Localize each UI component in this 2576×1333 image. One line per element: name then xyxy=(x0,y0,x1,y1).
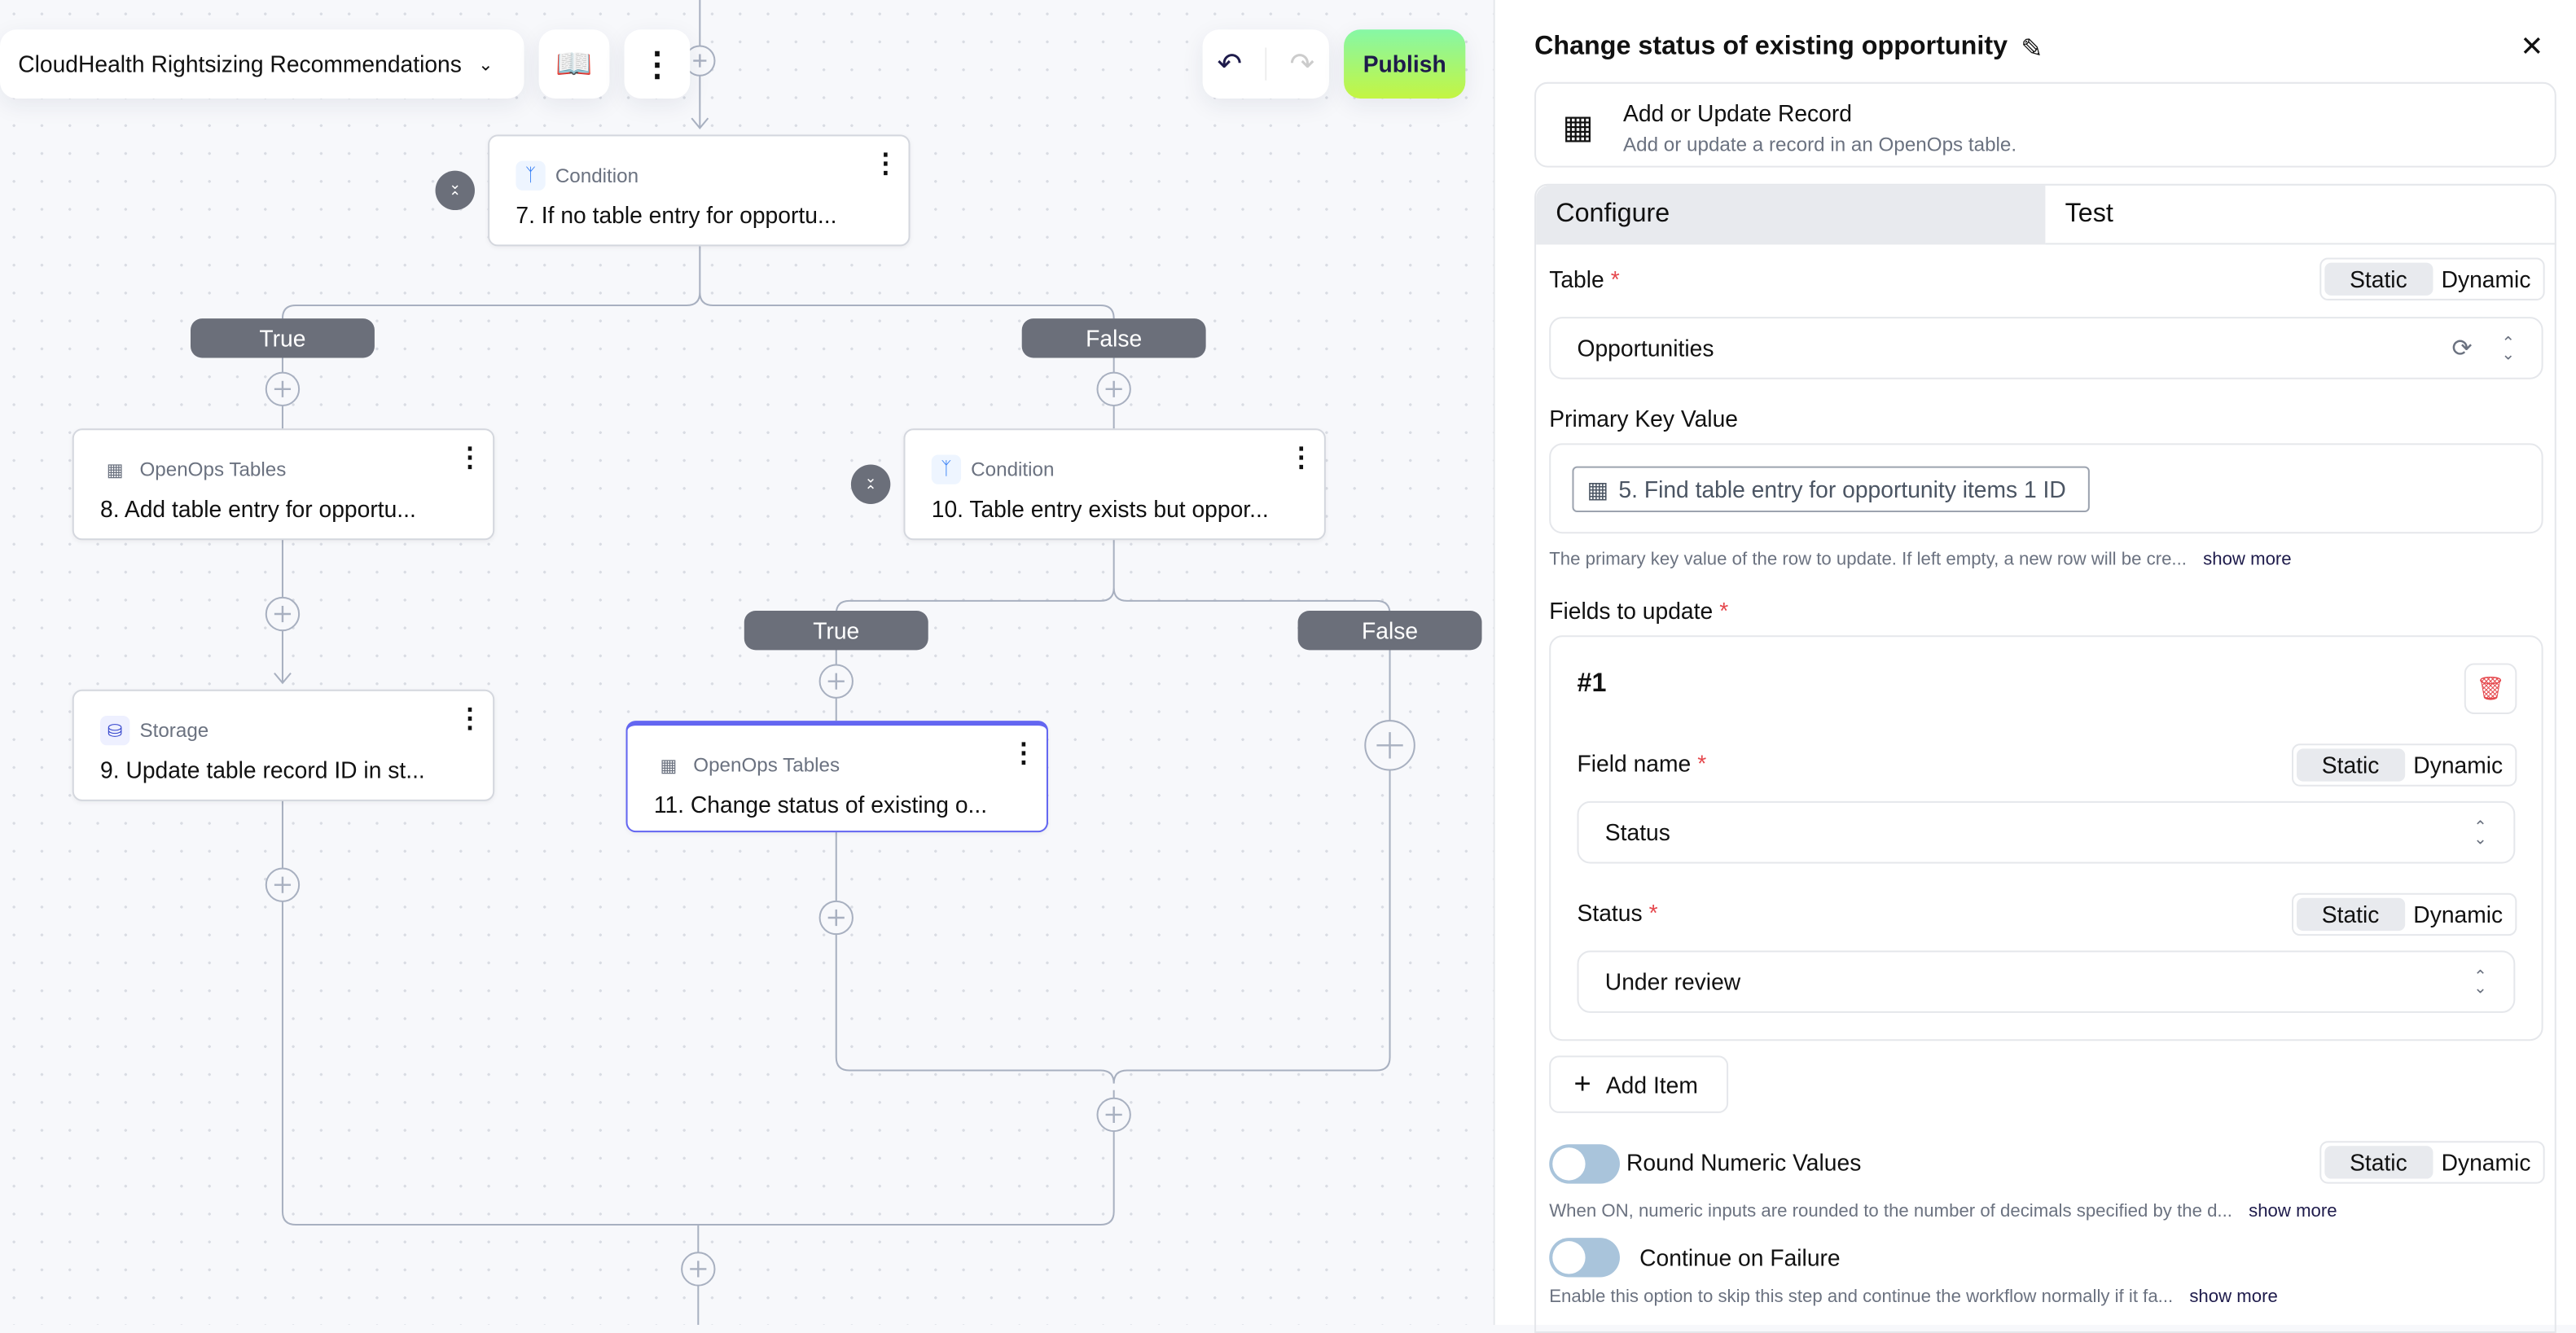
branch-label-false: False xyxy=(1297,610,1482,651)
flow-connectors xyxy=(265,0,1415,1325)
branch-icon: ᛉ xyxy=(516,160,546,191)
flow-node-8[interactable]: ▦ OpenOps Tables 8. Add table entry for o… xyxy=(72,428,495,541)
collapse-branch-button[interactable]: ⌄⌃ xyxy=(435,170,475,211)
collapse-branch-button[interactable]: ⌄⌃ xyxy=(850,464,891,504)
field-name-select[interactable]: Status⌃⌄ xyxy=(1577,800,2516,864)
show-more-link[interactable]: show more xyxy=(2203,550,2292,570)
node-name: 8. Add table entry for opportu... xyxy=(100,495,416,523)
show-more-link[interactable]: show more xyxy=(2249,1201,2337,1221)
item-title: #1 xyxy=(1577,669,1607,698)
panel-header: Change status of existing opportunity ✎ xyxy=(1534,33,2043,65)
node-type: OpenOps Tables xyxy=(139,458,287,481)
tab-configure[interactable]: Configure xyxy=(1536,185,2046,245)
continue-on-failure-switch[interactable] xyxy=(1549,1238,1620,1278)
close-icon[interactable]: ✕ xyxy=(2520,31,2544,63)
more-options-button[interactable]: ⋮ xyxy=(624,29,691,99)
history-controls: ↶ ↷ xyxy=(1202,29,1329,99)
tab-test[interactable]: Test xyxy=(2045,186,2556,245)
round-numeric-switch[interactable] xyxy=(1549,1144,1620,1184)
database-icon: ⛁ xyxy=(100,716,130,746)
table-value: Opportunities xyxy=(1577,335,1714,362)
kebab-icon[interactable]: ⋮ xyxy=(456,705,484,734)
step-settings-panel: Change status of existing opportunity ✎ … xyxy=(1493,0,2576,1333)
node-type: Storage xyxy=(139,719,209,743)
add-item-button[interactable]: +Add Item xyxy=(1549,1055,1729,1113)
branch-label-true: True xyxy=(744,610,928,651)
step-reference-chip[interactable]: ▦5. Find table entry for opportunity ite… xyxy=(1572,466,2090,513)
node-type: Condition xyxy=(971,458,1055,481)
primary-key-label: Primary Key Value xyxy=(1549,405,1739,432)
flow-title: CloudHealth Rightsizing Recommendations xyxy=(18,50,462,77)
flow-node-9[interactable]: ⛁ Storage 9. Update table record ID in st… xyxy=(72,689,495,801)
flow-canvas[interactable]: CloudHealth Rightsizing Recommendations … xyxy=(0,0,1494,1325)
action-description: Add or update a record in an OpenOps tab… xyxy=(1622,133,2017,156)
docs-button[interactable]: 📖 xyxy=(538,29,610,99)
field-name-label: Field name* xyxy=(1577,750,1707,777)
kebab-icon[interactable]: ⋮ xyxy=(872,151,899,179)
round-numeric-help: When ON, numeric inputs are rounded to t… xyxy=(1549,1201,2337,1221)
trash-icon: 🗑 xyxy=(2476,674,2506,701)
primary-key-help: The primary key value of the row to upda… xyxy=(1549,550,2292,570)
table-icon: ▦ xyxy=(1586,475,1609,502)
chevron-down-icon: ⌄ xyxy=(478,55,494,75)
action-card[interactable]: ▦ Add or Update Record Add or update a r… xyxy=(1534,81,2556,168)
node-name: 11. Change status of existing o... xyxy=(653,791,988,818)
flow-node-11-selected[interactable]: ▦ OpenOps Tables 11. Change status of exi… xyxy=(625,721,1048,833)
dynamic-option[interactable]: Dynamic xyxy=(2441,265,2531,292)
table-icon: ▦ xyxy=(1562,110,1594,147)
flow-node-10[interactable]: ᛉ Condition 10. Table entry exists but op… xyxy=(903,428,1326,541)
table-icon: ▦ xyxy=(106,460,124,480)
redo-icon[interactable]: ↷ xyxy=(1289,46,1314,80)
table-mode-toggle[interactable]: Static Dynamic xyxy=(2319,257,2545,300)
show-more-link[interactable]: show more xyxy=(2189,1287,2278,1307)
branch-icon: ᛉ xyxy=(931,454,962,485)
node-type: Condition xyxy=(555,164,639,187)
undo-icon[interactable]: ↶ xyxy=(1217,46,1243,80)
field-item-1: #1 🗑 xyxy=(1549,635,2543,1041)
kebab-icon[interactable]: ⋮ xyxy=(1288,445,1314,473)
node-name: 9. Update table record ID in st... xyxy=(100,756,425,783)
node-type: OpenOps Tables xyxy=(693,753,840,777)
refresh-icon[interactable]: ⟳ xyxy=(2451,335,2473,363)
node-name: 7. If no table entry for opportu... xyxy=(516,201,837,229)
table-icon: ▦ xyxy=(660,756,678,776)
round-numeric-label: Round Numeric Values xyxy=(1626,1149,1862,1176)
status-select[interactable]: Under review⌃⌄ xyxy=(1577,950,2516,1013)
kebab-icon[interactable]: ⋮ xyxy=(1010,740,1037,769)
flow-node-7[interactable]: ᛉ Condition 7. If no table entry for oppo… xyxy=(488,134,911,247)
step-title: Change status of existing opportunity xyxy=(1534,33,2008,61)
branch-label-true: True xyxy=(190,318,375,358)
continue-on-failure-label: Continue on Failure xyxy=(1639,1244,1841,1271)
chevron-up-down-icon: ⌃⌄ xyxy=(2501,335,2516,365)
node-name: 10. Table entry exists but oppor... xyxy=(931,495,1269,523)
delete-item-button[interactable]: 🗑 xyxy=(2464,663,2517,715)
publish-button[interactable]: Publish xyxy=(1344,29,1466,99)
status-label: Status* xyxy=(1577,899,1658,927)
static-option[interactable]: Static xyxy=(2324,262,2433,296)
chevron-up-down-icon: ⌃⌄ xyxy=(2473,819,2488,849)
table-label: Table* xyxy=(1549,265,1620,292)
primary-key-input[interactable]: ▦5. Find table entry for opportunity ite… xyxy=(1549,443,2543,534)
continue-on-failure-help: Enable this option to skip this step and… xyxy=(1549,1287,2278,1307)
plus-icon: + xyxy=(1573,1067,1591,1100)
flow-title-dropdown[interactable]: CloudHealth Rightsizing Recommendations … xyxy=(0,29,524,99)
table-select[interactable]: Opportunities ⟳ ⌃⌄ xyxy=(1549,317,2543,379)
chevron-up-down-icon: ⌃⌄ xyxy=(2473,968,2488,998)
branch-label-false: False xyxy=(1021,318,1206,358)
book-icon: 📖 xyxy=(555,46,593,80)
kebab-icon[interactable]: ⋮ xyxy=(456,445,484,473)
kebab-icon: ⋮ xyxy=(640,46,674,83)
action-title: Add or Update Record xyxy=(1622,99,1853,127)
fields-to-update-label: Fields to update* xyxy=(1549,597,1729,625)
pencil-icon[interactable]: ✎ xyxy=(2021,36,2043,64)
